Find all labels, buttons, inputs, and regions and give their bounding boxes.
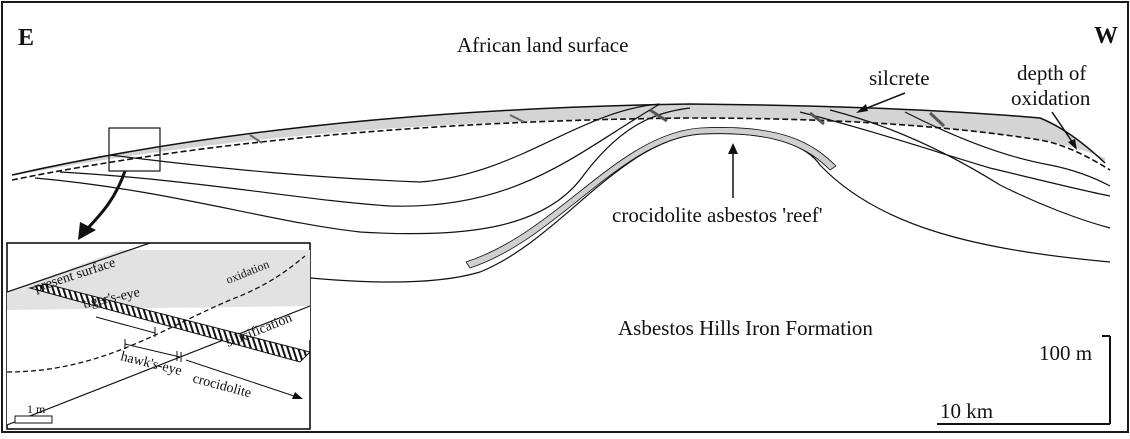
horizontal-scale-label: 10 km — [940, 399, 993, 423]
silcrete-band — [12, 104, 1105, 176]
west-label: W — [1094, 23, 1118, 49]
reef-label: crocidolite asbestos 'reef' — [612, 203, 822, 227]
silcrete-label: silcrete — [869, 66, 930, 90]
inset-scale-bar — [15, 416, 52, 423]
inset-scale-label: 1 m — [27, 402, 46, 416]
east-label: E — [18, 25, 34, 51]
inset-detail: present surface oxidation tiger's-eye si… — [7, 243, 310, 429]
asbestos-reef-band — [466, 127, 836, 268]
formation-label: Asbestos Hills Iron Formation — [618, 316, 873, 340]
oxidation-label-line1: depth of — [1017, 61, 1086, 85]
inset-pointer-arrowhead — [78, 222, 96, 240]
oxidation-label-line2: oxidation — [1011, 86, 1091, 110]
silcrete-pointer — [862, 93, 905, 110]
inset-pointer — [88, 171, 125, 228]
land-surface-label: African land surface — [457, 33, 628, 57]
reef-arrowhead — [728, 143, 738, 154]
vertical-scale-label: 100 m — [1039, 341, 1092, 365]
